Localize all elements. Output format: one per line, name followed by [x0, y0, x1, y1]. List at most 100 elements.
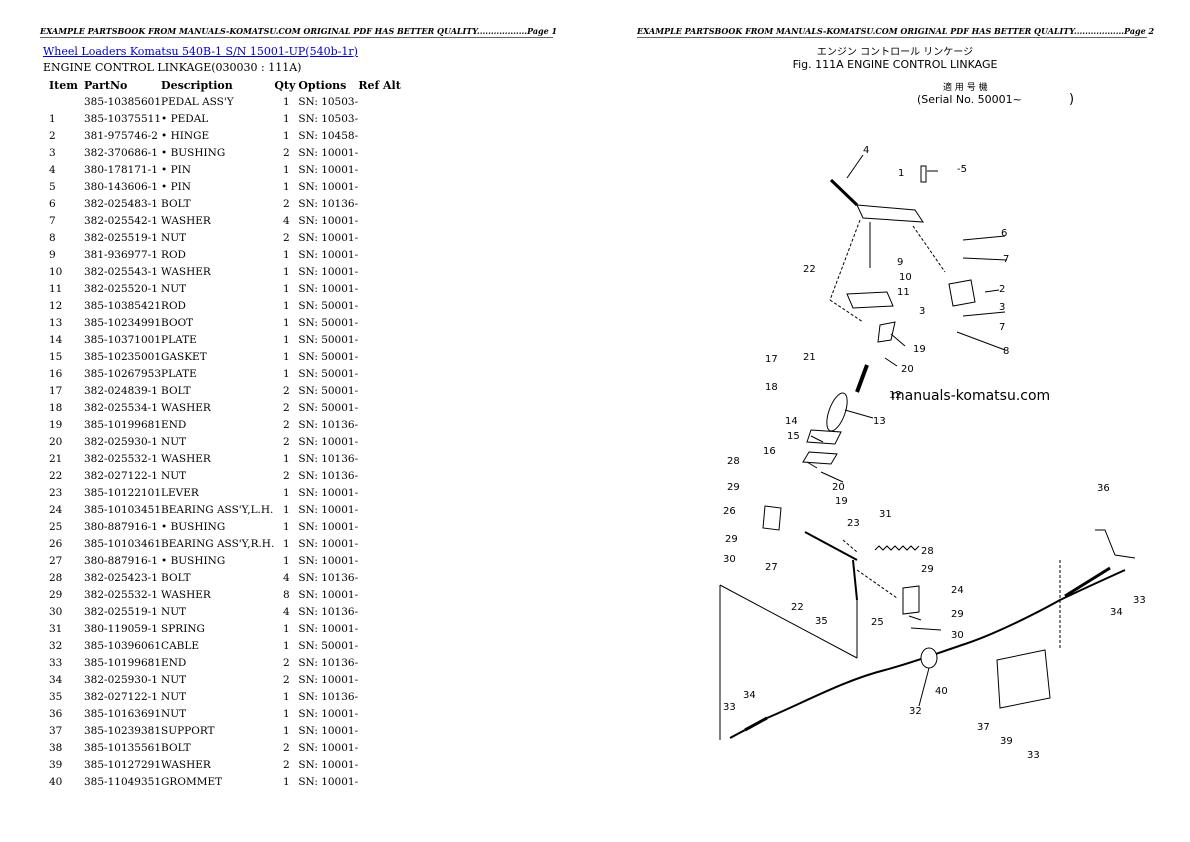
cell-description: PEDAL ASS'Y: [161, 95, 234, 108]
column-header-partno: PartNo: [84, 78, 128, 92]
cell-qty: 1: [282, 282, 290, 295]
cell-qty: 2: [282, 469, 290, 482]
callout-number: 28: [727, 456, 740, 467]
cell-item: 3: [49, 146, 56, 159]
cell-partno: 385-11049351: [84, 775, 162, 788]
cell-qty: 1: [282, 622, 290, 635]
cell-description: NUT: [161, 469, 187, 482]
callout-number: 10: [899, 272, 912, 283]
cell-item: 21: [49, 452, 63, 465]
cell-description: • BUSHING: [161, 146, 226, 159]
callout-number: 3: [999, 302, 1005, 313]
callout-number: 35: [815, 616, 828, 627]
cell-ref-alt: [358, 688, 404, 705]
column-header-description: Description: [161, 78, 233, 92]
cell-ref-alt: [358, 127, 404, 144]
cell-ref-alt: [358, 569, 404, 586]
cell-ref-alt: [358, 552, 404, 569]
cell-item: 1: [49, 112, 56, 125]
cell-description: WASHER: [161, 452, 211, 465]
header-rule: [637, 37, 1147, 38]
cell-ref-alt: [358, 586, 404, 603]
cell-partno: 385-10103461: [84, 537, 162, 550]
cell-partno: 385-10127291: [84, 758, 162, 771]
cell-partno: 385-10396061: [84, 639, 162, 652]
callout-number: 8: [1003, 346, 1009, 357]
cell-item: 19: [49, 418, 63, 431]
cell-options: SN: 10001-: [298, 673, 359, 686]
cell-partno: 382-025483-1: [84, 197, 158, 210]
cell-description: SUPPORT: [161, 724, 215, 737]
callout-number: 25: [871, 617, 884, 628]
cell-options: SN: 10001-: [298, 775, 359, 788]
cell-item: 14: [49, 333, 63, 346]
page-1: EXAMPLE PARTSBOOK FROM MANUALS-KOMATSU.C…: [40, 26, 558, 790]
callout-number: 13: [873, 416, 886, 427]
cell-partno: 385-10267953: [84, 367, 162, 380]
cell-item: 38: [49, 741, 63, 754]
diagram-serial: (Serial No. 50001~: [917, 93, 1022, 106]
cell-description: BOLT: [161, 384, 191, 397]
cell-description: GROMMET: [161, 775, 223, 788]
callout-number: 11: [897, 287, 910, 298]
cell-qty: 1: [282, 129, 290, 142]
cell-description: • BUSHING: [161, 554, 226, 567]
callout-number: 36: [1097, 483, 1110, 494]
cell-ref-alt: [358, 178, 404, 195]
cell-item: 8: [49, 231, 56, 244]
cell-options: SN: 10001-: [298, 435, 359, 448]
cell-partno: 380-119059-1: [84, 622, 158, 635]
cell-partno: 380-143606-1: [84, 180, 158, 193]
cell-item: 23: [49, 486, 63, 499]
cell-description: WASHER: [161, 588, 211, 601]
cell-partno: 382-025930-1: [84, 673, 158, 686]
page-header: EXAMPLE PARTSBOOK FROM MANUALS-KOMATSU.C…: [40, 26, 558, 36]
model-link[interactable]: Wheel Loaders Komatsu 540B-1 S/N 15001-U…: [43, 45, 358, 58]
cell-options: SN: 10001-: [298, 231, 359, 244]
cell-ref-alt: [358, 637, 404, 654]
cell-description: BOLT: [161, 741, 191, 754]
cell-ref-alt: [358, 722, 404, 739]
column-header-item: Item: [49, 78, 78, 92]
page-header: EXAMPLE PARTSBOOK FROM MANUALS-KOMATSU.C…: [637, 26, 1155, 36]
cell-options: SN: 10001-: [298, 707, 359, 720]
cell-qty: 1: [282, 503, 290, 516]
cell-item: 4: [49, 163, 56, 176]
section-title: ENGINE CONTROL LINKAGE(030030 : 111A): [43, 61, 302, 74]
diagram-serial-close: ): [1069, 92, 1074, 107]
cell-description: • HINGE: [161, 129, 210, 142]
cell-qty: 4: [282, 214, 290, 227]
callout-number: 18: [765, 382, 778, 393]
cell-options: SN: 10001-: [298, 554, 359, 567]
cell-partno: 382-025543-1: [84, 265, 158, 278]
cell-options: SN: 10001-: [298, 537, 359, 550]
cell-ref-alt: [358, 433, 404, 450]
callout-number: 14: [785, 416, 798, 427]
cell-item: 16: [49, 367, 63, 380]
callout-number: 32: [909, 706, 922, 717]
cell-qty: 1: [282, 367, 290, 380]
cell-description: BOLT: [161, 571, 191, 584]
cell-item: 30: [49, 605, 63, 618]
parts-table: Item PartNo Description Qty Options Ref …: [43, 77, 404, 790]
callout-number: 28: [921, 546, 934, 557]
cell-item: 34: [49, 673, 63, 686]
callout-number: 20: [832, 482, 845, 493]
cell-options: SN: 10136-: [298, 452, 359, 465]
cell-options: SN: 50001-: [298, 384, 359, 397]
cell-description: WASHER: [161, 265, 211, 278]
cell-qty: 2: [282, 656, 290, 669]
cell-description: NUT: [161, 673, 187, 686]
cell-description: SPRING: [161, 622, 205, 635]
cell-options: SN: 50001-: [298, 333, 359, 346]
cell-partno: 385-10103451: [84, 503, 162, 516]
cell-partno: 385-10385421: [84, 299, 162, 312]
cell-description: WASHER: [161, 401, 211, 414]
